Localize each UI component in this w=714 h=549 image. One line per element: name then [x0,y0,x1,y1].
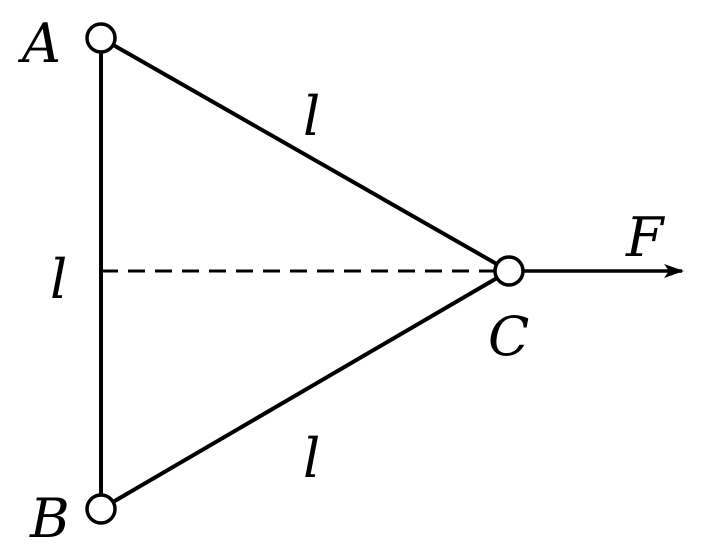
label-force: F [625,206,666,269]
joint-b [85,493,117,525]
label-length-bc: l [303,427,320,490]
label-length-ab: l [50,248,67,311]
label-point-b: B [29,487,70,549]
joint-a [85,22,117,54]
label-point-c: C [488,305,529,368]
joint-c [493,255,525,287]
label-length-ac: l [303,85,320,148]
member-bc [99,269,511,511]
member-ac [100,36,510,273]
label-point-a: A [17,12,61,75]
